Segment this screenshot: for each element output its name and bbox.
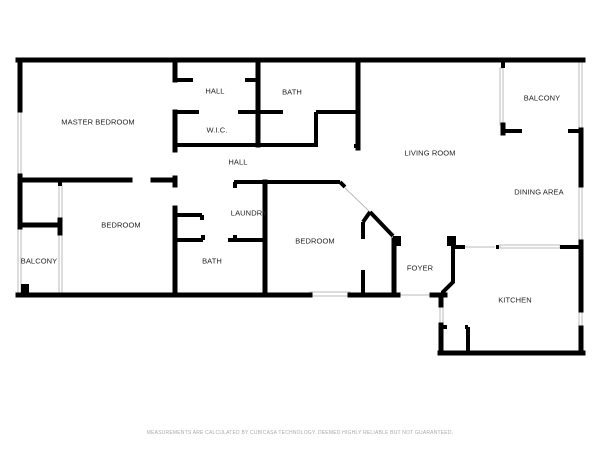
- room-label-hall-mid: HALL: [228, 157, 248, 167]
- room-label-dining-area: DINING AREA: [514, 187, 564, 197]
- room-label-laundry: LAUNDRY: [230, 208, 268, 218]
- room-label-living-room: LIVING ROOM: [404, 148, 456, 158]
- room-label-foyer: FOYER: [406, 263, 434, 273]
- room-label-bedroom-left: BEDROOM: [101, 220, 141, 230]
- room-label-bath-bottom: BATH: [202, 256, 222, 266]
- room-label-master-bedroom: MASTER BEDROOM: [61, 117, 135, 127]
- room-label-kitchen: KITCHEN: [498, 295, 532, 305]
- walls: [15, 57, 586, 356]
- room-label-hall-top: HALL: [205, 86, 225, 96]
- room-label-bedroom-mid: BEDROOM: [295, 236, 335, 246]
- room-label-wic: W.I.C.: [206, 125, 228, 135]
- disclaimer-text: MEASUREMENTS ARE CALCULATED BY CUBICASA …: [146, 430, 454, 436]
- room-label-bath-top: BATH: [282, 87, 302, 97]
- room-label-balcony-left: BALCONY: [20, 256, 58, 266]
- windows: [17, 61, 583, 329]
- room-label-balcony-right: BALCONY: [523, 93, 561, 103]
